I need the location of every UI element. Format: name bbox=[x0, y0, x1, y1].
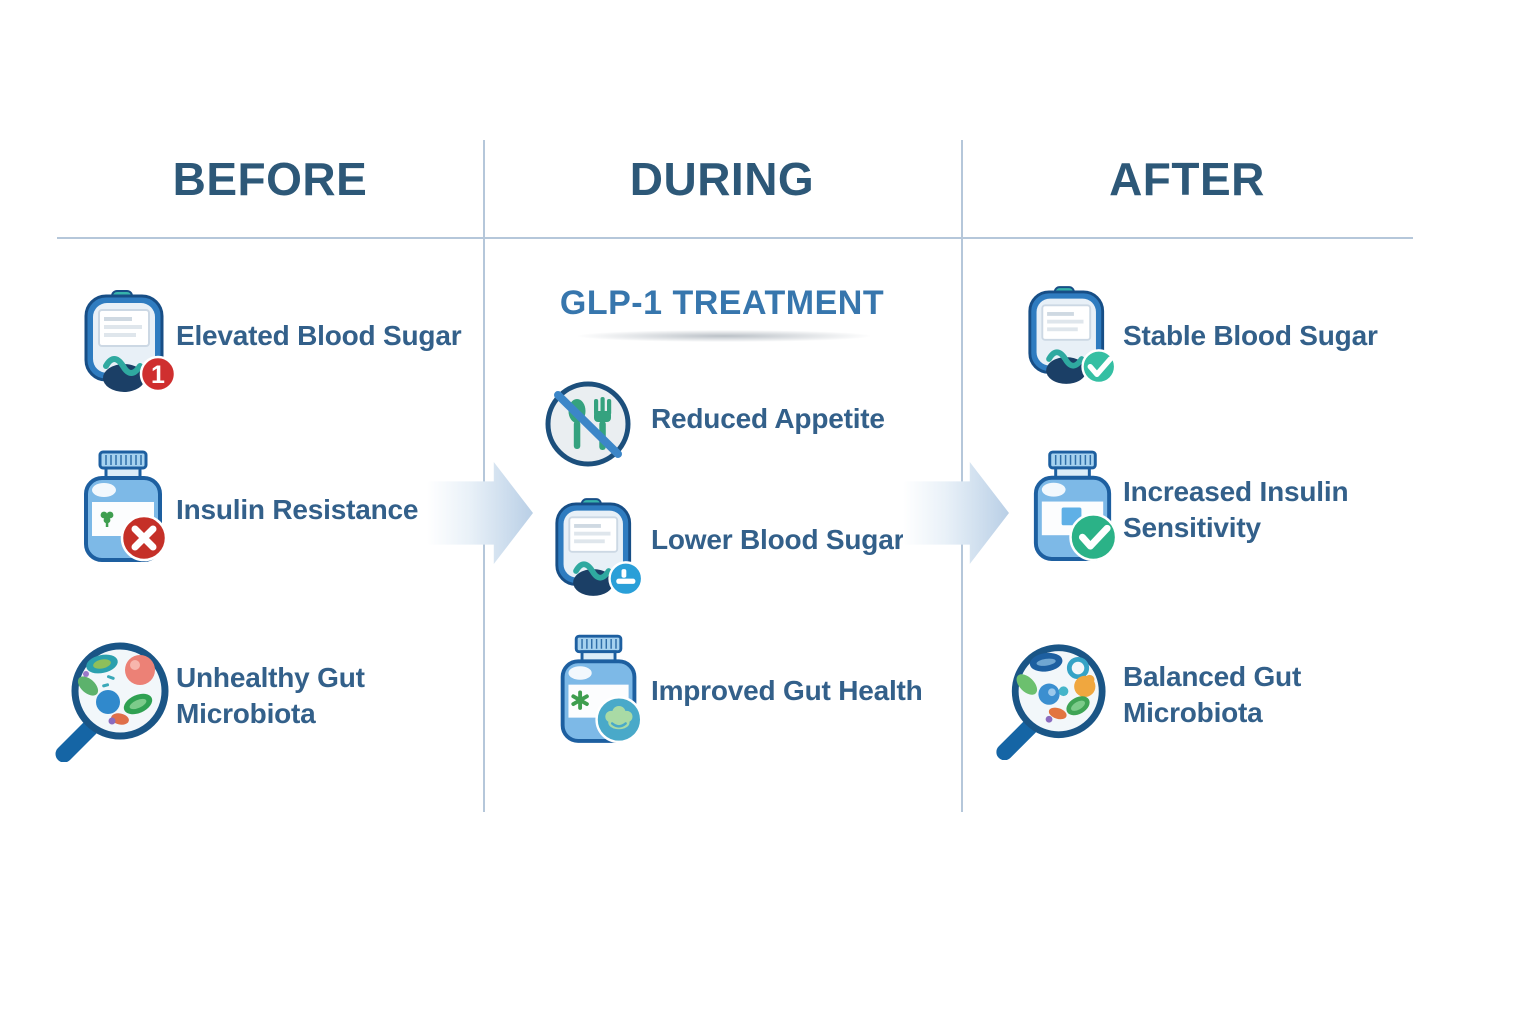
item-label: Stable Blood Sugar bbox=[1123, 320, 1378, 351]
column-header-before: BEFORE bbox=[172, 153, 368, 205]
pill-bottle-x-icon bbox=[84, 450, 168, 562]
header-underline bbox=[57, 237, 1413, 239]
item-label: Improved Gut Health bbox=[651, 675, 923, 706]
item-label-line: Balanced Gut bbox=[1123, 661, 1302, 692]
pill-bottle-gut-icon bbox=[560, 634, 643, 744]
item-label: Lower Blood Sugar bbox=[651, 524, 905, 555]
item-label-line: Sensitivity bbox=[1123, 512, 1261, 543]
unhealthy-microbiota-magnifier-icon bbox=[55, 642, 169, 762]
item-label-line: Microbiota bbox=[176, 698, 316, 729]
divider-before-during bbox=[483, 140, 485, 812]
item-label: Unhealthy Gut Microbiota bbox=[176, 660, 365, 732]
item-label: Increased Insulin Sensitivity bbox=[1123, 474, 1349, 546]
glp1-treatment-title: GLP-1 TREATMENT bbox=[559, 284, 885, 322]
balanced-microbiota-magnifier-icon bbox=[996, 644, 1106, 760]
item-label-line: Unhealthy Gut bbox=[176, 662, 365, 693]
column-header-during: DURING bbox=[629, 153, 815, 205]
item-label: Balanced Gut Microbiota bbox=[1123, 659, 1301, 731]
item-label-line: Microbiota bbox=[1123, 697, 1263, 728]
arrow-right-icon bbox=[903, 462, 1009, 564]
arrow-right-icon bbox=[427, 462, 533, 564]
alert-count-badge: 1 bbox=[151, 361, 165, 389]
no-appetite-icon bbox=[545, 381, 631, 467]
item-label: Reduced Appetite bbox=[651, 403, 885, 434]
item-label-line: Increased Insulin bbox=[1123, 476, 1349, 507]
pill-bottle-check-icon bbox=[1033, 450, 1118, 562]
glp1-title-shadow bbox=[578, 330, 870, 342]
divider-during-after bbox=[961, 140, 963, 812]
glucose-meter-lower-icon bbox=[555, 498, 644, 597]
item-label: Insulin Resistance bbox=[176, 494, 419, 525]
item-label: Elevated Blood Sugar bbox=[176, 320, 462, 351]
column-header-after: AFTER bbox=[1109, 153, 1265, 205]
glucose-meter-alert-icon: 1 bbox=[84, 290, 177, 393]
glucose-meter-check-icon bbox=[1028, 286, 1117, 385]
